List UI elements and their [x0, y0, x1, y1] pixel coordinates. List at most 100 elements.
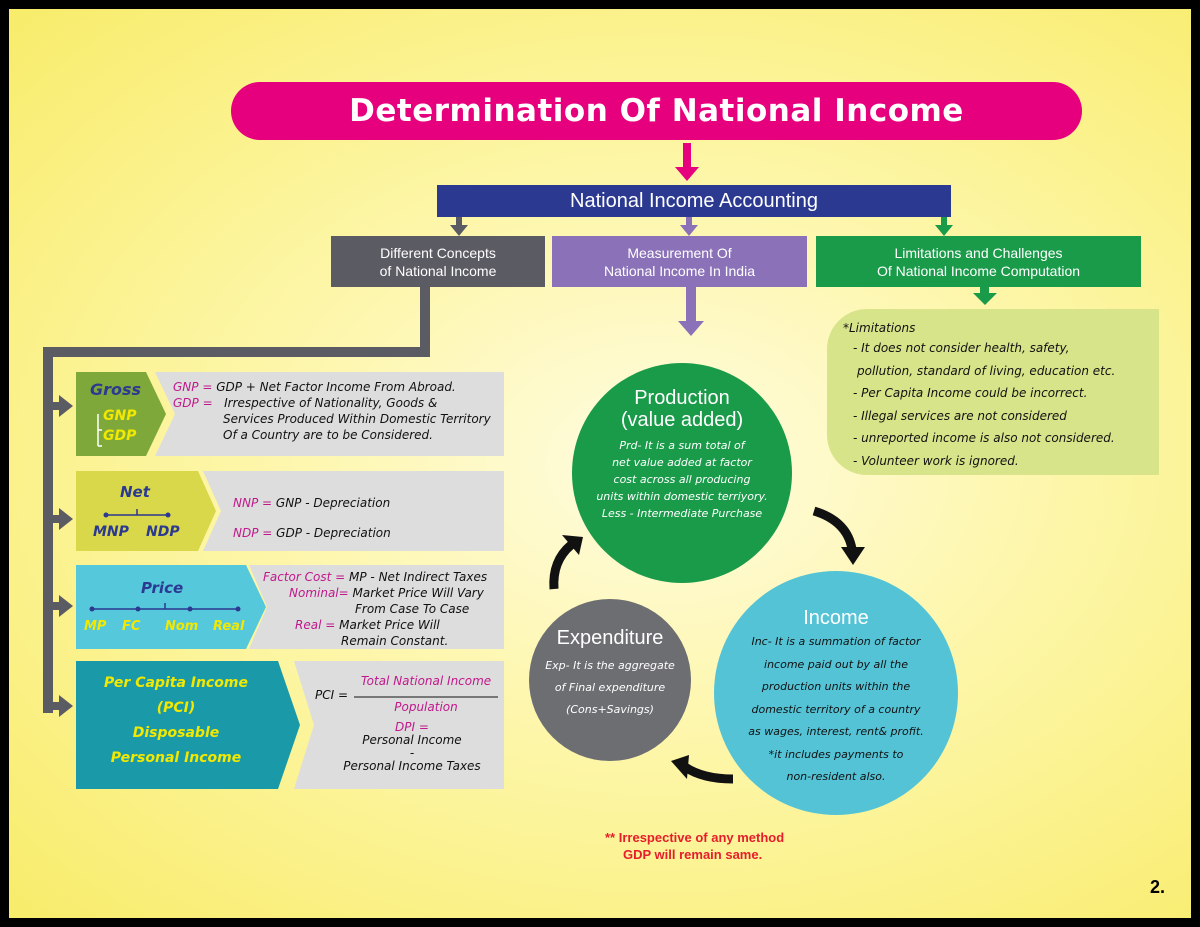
price-item-fc: FC [122, 619, 141, 634]
gross-item-gnp: GNP [103, 408, 137, 424]
national-income-accounting-header: National Income Accounting [437, 185, 951, 217]
net-label: Net [120, 483, 150, 501]
curved-arrow-icon [812, 506, 857, 551]
def-text: GNP - Depreciation [275, 496, 391, 510]
income-title: Income [803, 607, 869, 629]
def-key: Real = [295, 618, 336, 632]
limitation-item: - unreported income is also not consider… [853, 431, 1115, 445]
gross-shape [76, 372, 166, 456]
concepts-line-2: of National Income [379, 262, 497, 279]
expenditure-line: of Final expenditure [554, 681, 666, 694]
gross-definitions: GNP = GDP + Net Factor Income From Abroa… [173, 379, 491, 443]
income-text: Inc- It is a summation of factor income … [714, 631, 958, 789]
concepts-line-1: Different Concepts [380, 244, 496, 261]
expenditure-line: (Cons+Savings) [566, 703, 654, 716]
income-line: income paid out by all the [764, 657, 908, 671]
dpi-numerator: Personal Income [362, 733, 462, 747]
income-line: domestic territory of a country [751, 702, 921, 716]
production-line: cost across all producing [613, 473, 751, 486]
production-title: Production [634, 387, 730, 409]
limitation-item: - Per Capita Income could be incorrect. [853, 386, 1088, 400]
pci-formula-key: PCI = [315, 688, 349, 702]
page-title: Determination Of National Income [231, 82, 1082, 140]
def-text: Remain Constant. [341, 634, 449, 648]
limitation-item: - It does not consider health, safety, [853, 341, 1070, 355]
def-line: Remain Constant. [259, 633, 503, 649]
gross-label: Gross [90, 380, 142, 399]
expenditure-text: Exp- It is the aggregate of Final expend… [529, 655, 691, 721]
limitations-list: *Limitations - It does not consider heal… [827, 309, 1159, 475]
def-line: GNP = GDP + Net Factor Income From Abroa… [173, 379, 491, 395]
dpi-denominator: Personal Income Taxes [343, 759, 481, 773]
dpi-key: DPI = [395, 720, 429, 734]
income-line: *it includes payments to [768, 747, 904, 761]
net-definitions: NNP = GNP - Depreciation NDP = GDP - Dep… [233, 488, 391, 548]
net-shape [76, 471, 216, 551]
measurement-line-1: Measurement Of [627, 244, 732, 261]
limitations-heading: *Limitations [843, 321, 916, 335]
net-item-mnp: MNP [93, 524, 129, 540]
arrow-down-icon [935, 217, 953, 236]
price-item-nom: Nom [165, 619, 199, 634]
expenditure-circle: Expenditure Exp- It is the aggregate of … [529, 599, 691, 761]
pci-line: Per Capita Income [104, 675, 248, 691]
def-line: NDP = GDP - Depreciation [233, 518, 391, 548]
price-item-mp: MP [84, 619, 107, 634]
dpi-operator: - [409, 746, 415, 760]
def-text: GDP - Depreciation [276, 526, 391, 540]
method-note: ** Irrespective of any method GDP will r… [605, 829, 784, 863]
price-item-real: Real [213, 619, 245, 634]
production-line: net value added at factor [612, 456, 752, 469]
pci-shape [76, 661, 300, 789]
production-text: Prd- It is a sum total of net value adde… [572, 437, 792, 522]
curved-arrow-icon [549, 541, 575, 590]
income-line: production units within the [761, 680, 911, 693]
def-key: Nominal= [289, 586, 349, 600]
limitation-item: - Illegal services are not considered [853, 408, 1067, 423]
def-key: GDP = [173, 396, 213, 410]
price-def-shape [249, 565, 504, 649]
production-line: Prd- It is a sum total of [619, 439, 745, 452]
def-line: From Case To Case [259, 601, 503, 617]
curved-arrow-icon [682, 763, 734, 784]
def-line: GDP = Irrespective of Nationality, Goods… [173, 395, 491, 411]
def-line: Of a Country are to be Considered. [173, 427, 491, 443]
page: Determination Of National Income Nationa… [9, 9, 1191, 918]
def-text: From Case To Case [355, 602, 470, 616]
def-key: Factor Cost = [263, 570, 346, 584]
income-line: non-resident also. [786, 770, 886, 783]
production-line: Less - Intermediate Purchase [601, 507, 763, 520]
arrow-down-icon [675, 143, 699, 181]
price-shape [76, 565, 266, 649]
production-subtitle: (value added) [620, 409, 744, 431]
def-text: GDP + Net Factor Income From Abroad. [216, 380, 456, 394]
limitation-item: - Volunteer work is ignored. [853, 453, 1019, 468]
def-text: Irrespective of Nationality, Goods & [224, 396, 438, 410]
def-text: Of a Country are to be Considered. [223, 428, 433, 442]
gross-items: GNP GDP [103, 406, 136, 446]
pci-def-shape [294, 661, 504, 789]
expenditure-title: Expenditure [556, 627, 664, 649]
net-def-shape [203, 471, 504, 551]
limitations-arrow [973, 287, 997, 305]
limitation-item: pollution, standard of living, education… [857, 363, 1116, 378]
branch-arrows [450, 217, 953, 236]
page-number: 2. [1149, 877, 1165, 897]
price-label: Price [141, 579, 184, 597]
expenditure-line: Exp- It is the aggregate [545, 659, 675, 672]
measurement-arrow [678, 287, 704, 336]
def-line: Real = Market Price Will [259, 617, 503, 633]
def-key: NDP = [233, 526, 273, 540]
pci-line: (PCI) [156, 700, 196, 716]
gross-item-gdp: GDP [103, 428, 137, 444]
limitations-line-1: Limitations and Challenges [894, 244, 1063, 261]
income-line: Inc- It is a summation of factor [751, 635, 921, 648]
def-key: GNP = [173, 380, 213, 394]
def-text: Market Price Will [339, 618, 440, 632]
note-line-1: ** Irrespective of any method [605, 830, 785, 845]
pci-formula-denominator: Population [394, 700, 458, 714]
production-line: units within domestic terriyory. [596, 490, 768, 503]
pci-line: Disposable [132, 725, 220, 741]
